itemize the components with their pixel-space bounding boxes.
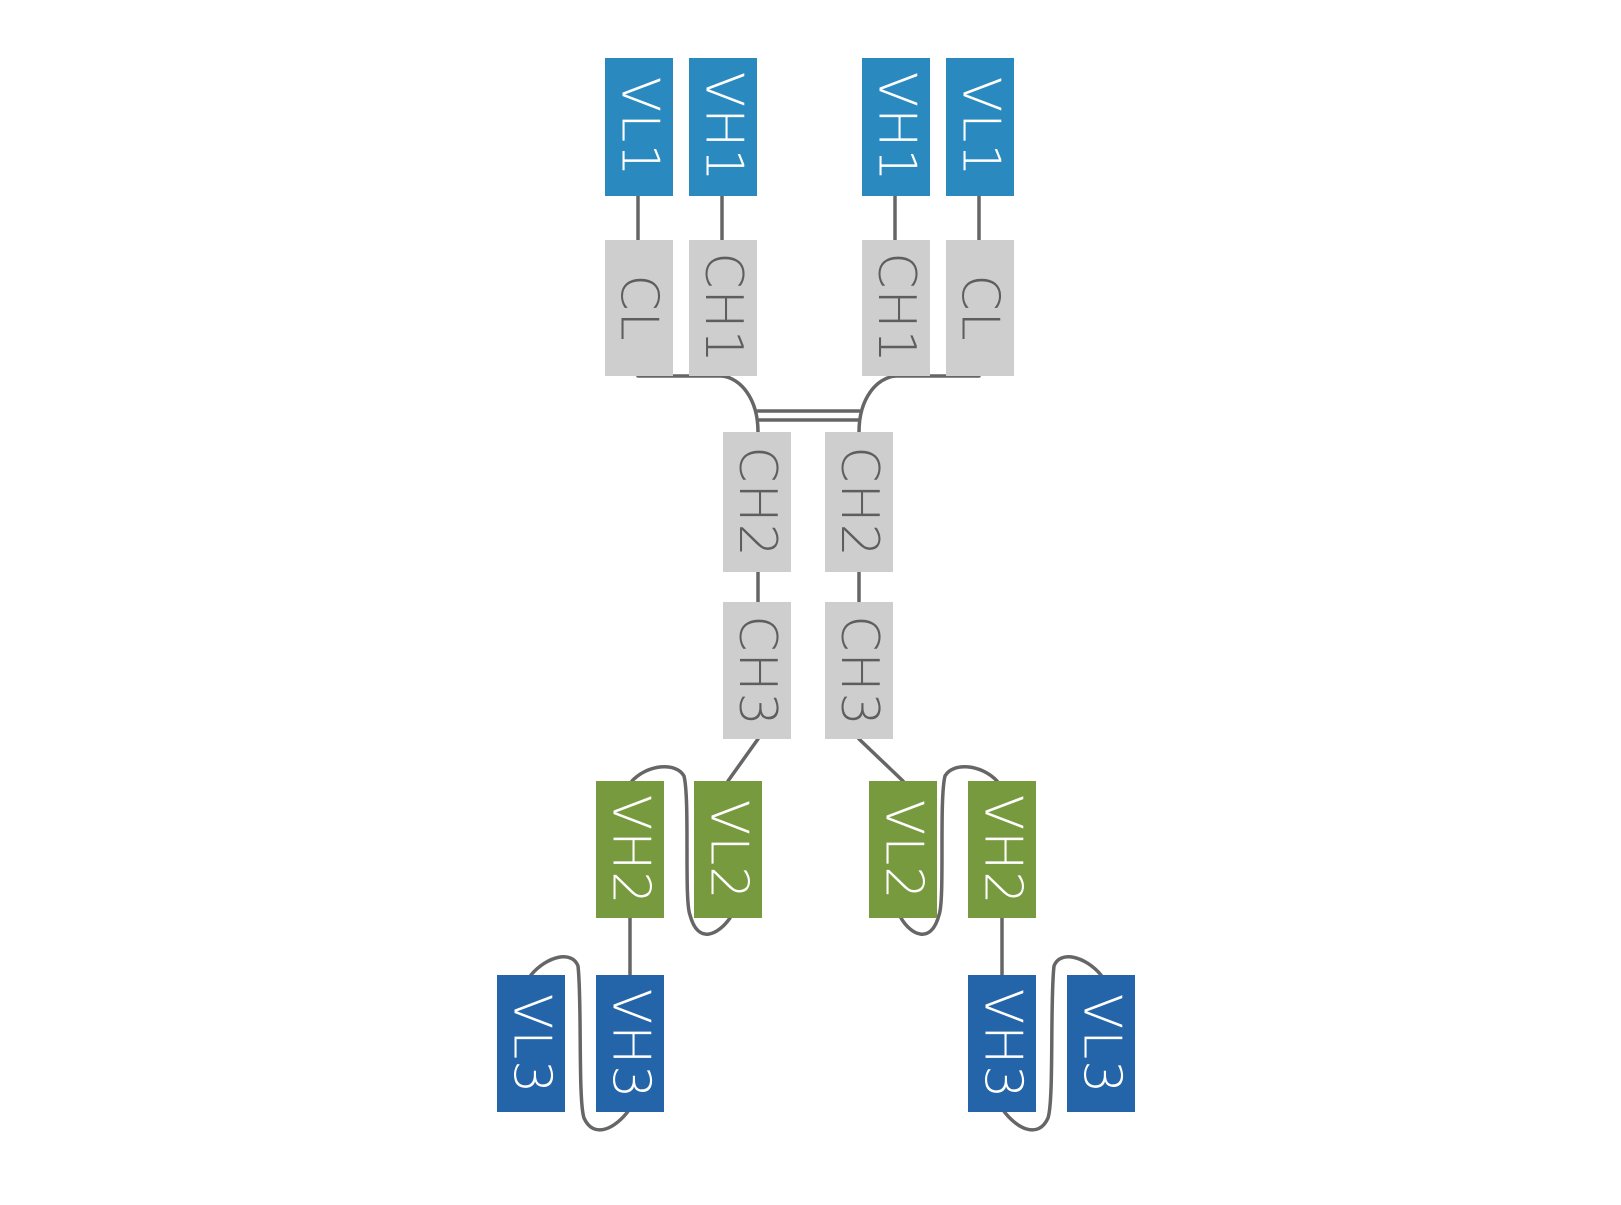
ch2-right-label: CH2 [829, 446, 889, 558]
vh2-right-domain: VH2 [968, 781, 1036, 918]
linker-ch3-vl2-right [857, 737, 905, 783]
vl1-left-domain: VL1 [605, 58, 673, 196]
vh2-right-label: VH2 [972, 794, 1033, 905]
ch3-left-label: CH3 [727, 614, 787, 727]
vl1-right-domain: VL1 [946, 58, 1014, 196]
loop-vh3-vl3-left [529, 955, 631, 1132]
vl2-right-domain: VL2 [869, 781, 937, 918]
linker-ch3-vl2-left [726, 737, 760, 783]
vh1-left-domain: VH1 [689, 58, 757, 196]
vh3-right-label: VH3 [972, 988, 1033, 1099]
ch2-left-label: CH2 [727, 446, 787, 558]
loop-vl2-vh2-left [630, 764, 732, 936]
vl3-right-domain: VL3 [1067, 975, 1135, 1112]
hinge-left [720, 374, 760, 434]
vl2-left-domain: VL2 [694, 781, 762, 918]
ch1-left-domain: CH1 [689, 240, 757, 376]
vl1-left-label: VL1 [609, 76, 670, 178]
cl-left-domain: CL [605, 240, 673, 376]
ch3-right-domain: CH3 [825, 602, 893, 739]
loop-vl2-vh2-right [899, 764, 999, 936]
vl2-left-label: VL2 [698, 799, 759, 900]
hinge-right [857, 374, 897, 434]
vh1-left-label: VH1 [693, 71, 754, 183]
vh3-right-domain: VH3 [968, 975, 1036, 1112]
ch2-left-domain: CH2 [723, 432, 791, 572]
vh2-left-domain: VH2 [596, 781, 664, 918]
vl3-left-domain: VL3 [497, 975, 565, 1112]
vl1-right-label: VL1 [950, 76, 1011, 178]
ch2-right-domain: CH2 [825, 432, 893, 572]
vh3-left-domain: VH3 [596, 975, 664, 1112]
vl2-right-label: VL2 [873, 799, 934, 900]
cl-left-label: CL [609, 274, 669, 342]
cl-right-domain: CL [946, 240, 1014, 376]
vh1-right-domain: VH1 [862, 58, 930, 196]
vl3-left-label: VL3 [501, 993, 562, 1094]
ch3-right-label: CH3 [829, 614, 889, 727]
vh3-left-label: VH3 [600, 988, 661, 1099]
vh1-right-label: VH1 [866, 71, 927, 183]
ch1-left-label: CH1 [693, 252, 753, 364]
cl-right-label: CL [950, 274, 1010, 342]
ch3-left-domain: CH3 [723, 602, 791, 739]
vl3-right-label: VL3 [1071, 993, 1132, 1094]
loop-vh3-vl3-right [1001, 955, 1103, 1132]
vh2-left-label: VH2 [600, 794, 661, 905]
ch1-right-label: CH1 [866, 252, 926, 364]
ch1-right-domain: CH1 [862, 240, 930, 376]
